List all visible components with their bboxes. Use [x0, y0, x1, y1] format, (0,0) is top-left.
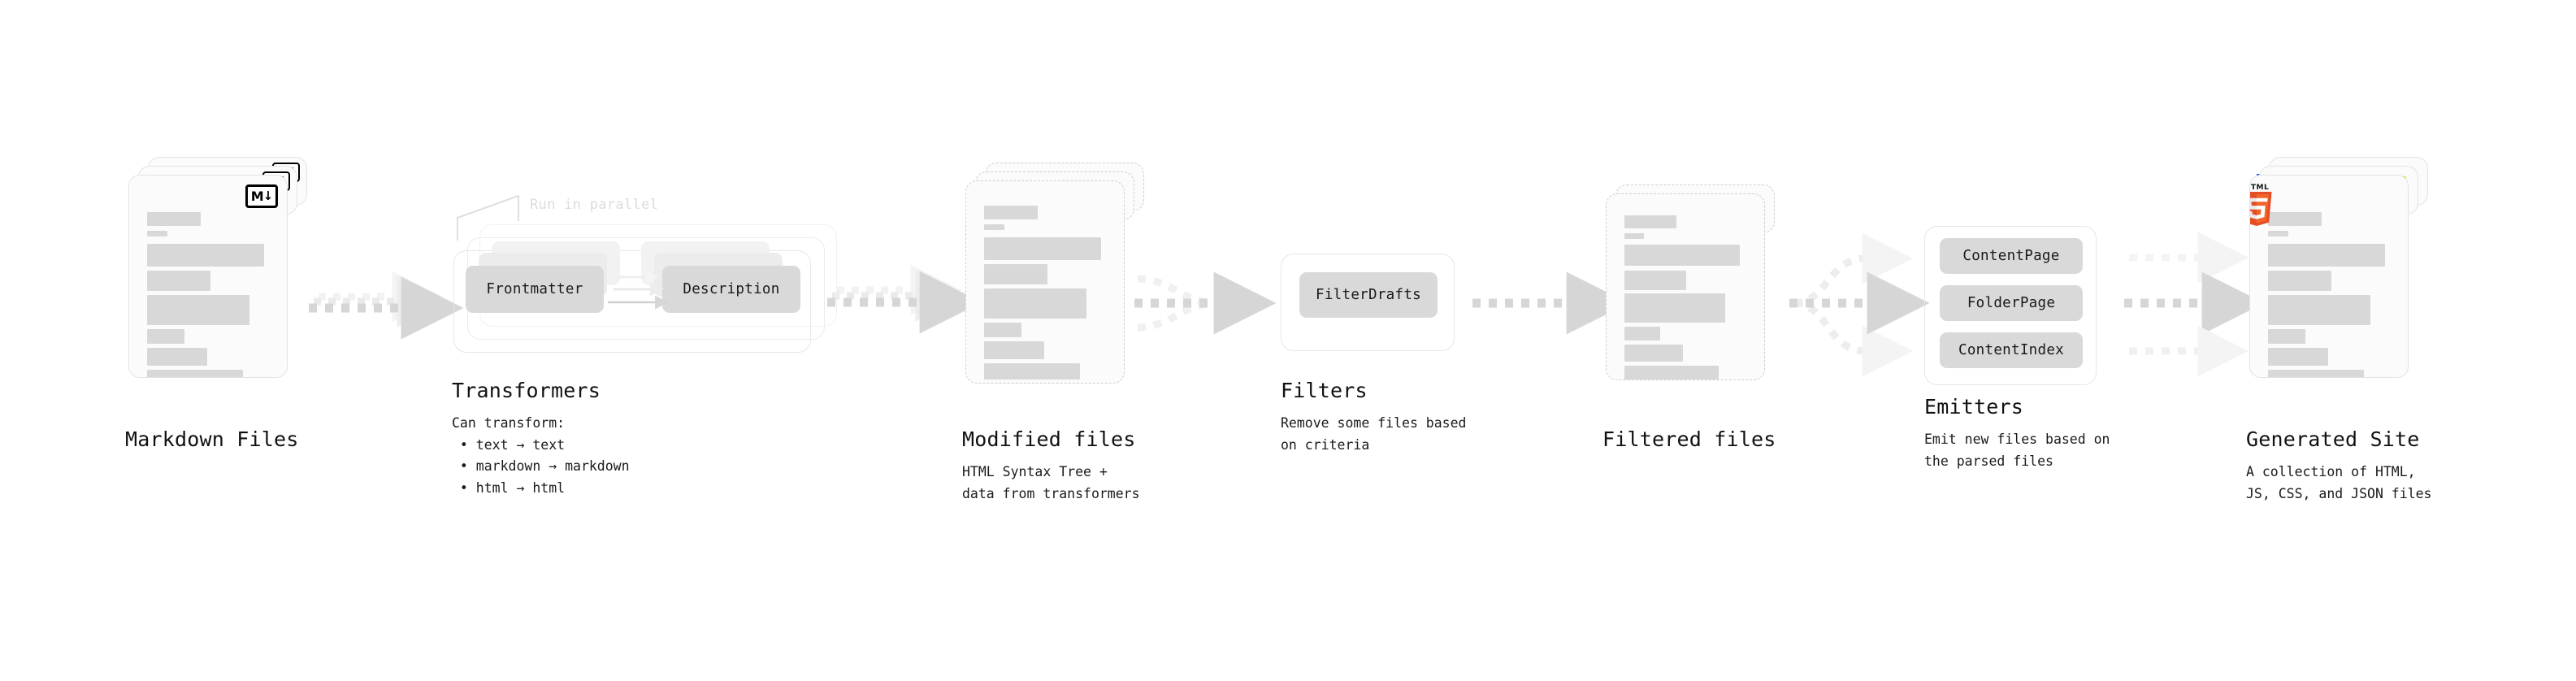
skeleton-line [147, 231, 167, 236]
skeleton-line [147, 329, 184, 344]
skeleton-line [2268, 370, 2364, 377]
skeleton-line [984, 288, 1086, 319]
connector-modified-to-filters [1134, 271, 1277, 335]
skeleton-line [984, 264, 1047, 284]
stage-subtitle-filters: Remove some files based on criteria [1281, 415, 1467, 453]
emitter-chip-contentindex[interactable]: ContentIndex [1940, 332, 2083, 368]
stage-subtitle-transformers: Can transform: • text → text • markdown … [452, 415, 630, 497]
skeleton-line [1624, 233, 1644, 239]
skeleton-line [2268, 231, 2288, 236]
skeleton-line [984, 206, 1038, 219]
skeleton-line [2268, 271, 2331, 291]
transformer-chip-frontmatter[interactable]: Frontmatter [466, 266, 604, 313]
connector-transformers-to-modified [827, 264, 982, 334]
emitter-chip-contentpage[interactable]: ContentPage [1940, 238, 2083, 274]
stage-title-emitters: Emitters [1924, 395, 2024, 419]
connector-markdown-to-transformers [309, 271, 464, 340]
skeleton-line [1624, 327, 1660, 340]
document-sheet-front: HTML [2249, 175, 2409, 378]
filter-chip-filterdrafts[interactable]: FilterDrafts [1299, 272, 1438, 318]
connector-filtered-to-emitters [1789, 232, 1930, 377]
skeleton-line [147, 271, 210, 291]
stage-subtitle-modified-files: HTML Syntax Tree + data from transformer… [962, 464, 1140, 501]
skeleton-line [2268, 244, 2385, 267]
skeleton-line [984, 363, 1080, 380]
skeleton-line [1624, 215, 1676, 228]
stage-subtitle-emitters: Emit new files based on the parsed files [1924, 432, 2110, 469]
stage-title-transformers: Transformers [452, 379, 601, 402]
emitter-chip-folderpage[interactable]: FolderPage [1940, 285, 2083, 321]
skeleton-line [984, 341, 1044, 359]
skeleton-line [1624, 345, 1683, 362]
html5-icon: HTML [2250, 184, 2274, 226]
skeleton-line [1624, 245, 1740, 266]
skeleton-line [984, 237, 1101, 260]
skeleton-line [2268, 295, 2370, 325]
skeleton-line [2268, 329, 2305, 344]
markdown-letter: M [250, 188, 264, 204]
document-sheet-front: M↓ [128, 175, 288, 378]
skeleton-line [147, 348, 207, 366]
skeleton-line [147, 295, 249, 325]
stage-title-markdown-files: Markdown Files [125, 427, 299, 451]
transformer-chip-description[interactable]: Description [662, 266, 800, 313]
transformer-group-box: Frontmatter Description [453, 241, 811, 353]
markdown-icon: M↓ [245, 184, 278, 208]
html5-label: HTML [2250, 184, 2270, 192]
stage-subtitle-generated-site: A collection of HTML, JS, CSS, and JSON … [2246, 464, 2432, 501]
skeleton-line [2268, 348, 2328, 366]
markdown-arrow: ↓ [262, 189, 274, 203]
skeleton-line [984, 323, 1021, 337]
skeleton-line [1624, 366, 1719, 380]
filters-group-box: FilterDrafts [1281, 254, 1455, 351]
run-in-parallel-label: Run in parallel [530, 197, 659, 213]
stage-title-filtered-files: Filtered files [1602, 427, 1776, 451]
document-sheet-front [1606, 193, 1765, 380]
skeleton-line [2268, 212, 2322, 226]
skeleton-line [147, 244, 264, 267]
connector-emitters-to-site [2124, 232, 2265, 377]
skeleton-line [147, 212, 201, 226]
emitters-group-box: ContentPage FolderPage ContentIndex [1924, 226, 2097, 385]
stage-title-filters: Filters [1281, 379, 1368, 402]
skeleton-line [1624, 271, 1686, 290]
skeleton-line [1624, 293, 1725, 323]
stage-title-generated-site: Generated Site [2246, 427, 2420, 451]
document-sheet-front [965, 180, 1125, 384]
stage-title-modified-files: Modified files [962, 427, 1136, 451]
skeleton-line [147, 370, 243, 377]
skeleton-line [984, 224, 1004, 230]
